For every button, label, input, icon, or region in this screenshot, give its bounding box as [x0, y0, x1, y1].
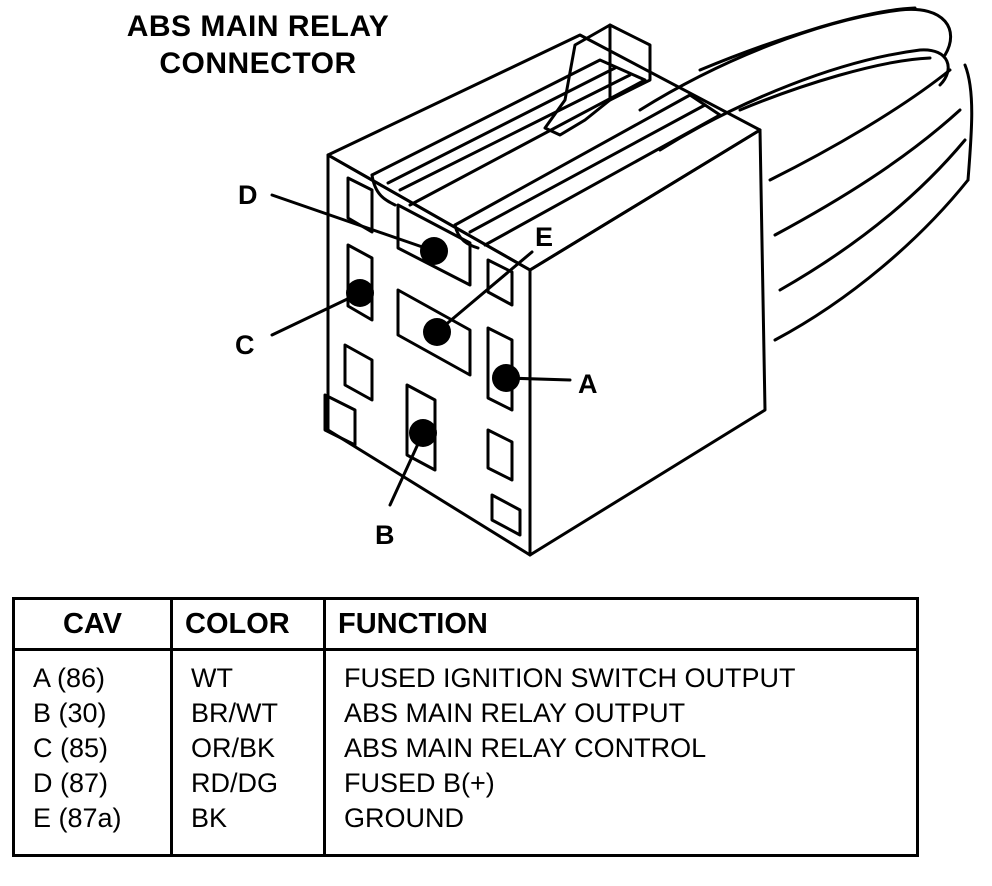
- title-line-1: ABS MAIN RELAY: [126, 10, 390, 43]
- callout-e: E: [535, 222, 553, 252]
- color-cell: BR/WT: [191, 698, 278, 728]
- cav-cell: C (85): [33, 733, 109, 763]
- header-function: FUNCTION: [323, 597, 919, 651]
- leader-line-d: [270, 193, 436, 253]
- header-cav: CAV: [12, 597, 173, 651]
- callout-a: A: [578, 369, 598, 399]
- wire-bundle: [638, 6, 974, 342]
- function-cell: GROUND: [344, 803, 464, 833]
- cav-cell: D (87): [33, 768, 109, 798]
- cavity-slots: [323, 176, 522, 537]
- callout-b: B: [375, 520, 395, 550]
- function-cell: ABS MAIN RELAY OUTPUT: [344, 698, 686, 728]
- cav-column: A (86) B (30) C (85) D (87) E (87a): [12, 649, 173, 856]
- connector-drawing: D E C A B: [235, 6, 974, 557]
- table-header-row: CAV COLOR FUNCTION: [12, 597, 919, 651]
- leader-line-e: [435, 250, 534, 334]
- connector-right-face: [528, 128, 767, 557]
- header-color: COLOR: [170, 597, 326, 651]
- table-body: A (86) B (30) C (85) D (87) E (87a) WT B…: [12, 649, 919, 856]
- color-cell: RD/DG: [191, 768, 278, 798]
- cav-cell: E (87a): [33, 803, 122, 833]
- color-cell: OR/BK: [191, 733, 276, 763]
- leader-line-c: [270, 291, 362, 337]
- leader-line-b: [388, 431, 425, 507]
- callout-c: C: [235, 330, 255, 360]
- top-grooves: [370, 58, 722, 250]
- pinout-table: CAV COLOR FUNCTION A (86) B (30) C (85) …: [12, 597, 919, 857]
- cav-cell: A (86): [33, 663, 106, 693]
- color-cell: WT: [191, 663, 233, 693]
- callout-d: D: [238, 180, 258, 210]
- title-line-2: CONNECTOR: [159, 47, 357, 80]
- function-cell: ABS MAIN RELAY CONTROL: [344, 733, 707, 763]
- color-column: WT BR/WT OR/BK RD/DG BK: [170, 649, 326, 856]
- leader-line-a: [504, 376, 572, 382]
- connector-latch: [543, 23, 652, 137]
- function-cell: FUSED IGNITION SWITCH OUTPUT: [344, 663, 796, 693]
- function-column: FUSED IGNITION SWITCH OUTPUT ABS MAIN RE…: [323, 649, 919, 856]
- color-cell: BK: [191, 803, 228, 833]
- function-cell: FUSED B(+): [344, 768, 495, 798]
- diagram-title: ABS MAIN RELAY CONNECTOR: [108, 8, 408, 82]
- cav-cell: B (30): [33, 698, 107, 728]
